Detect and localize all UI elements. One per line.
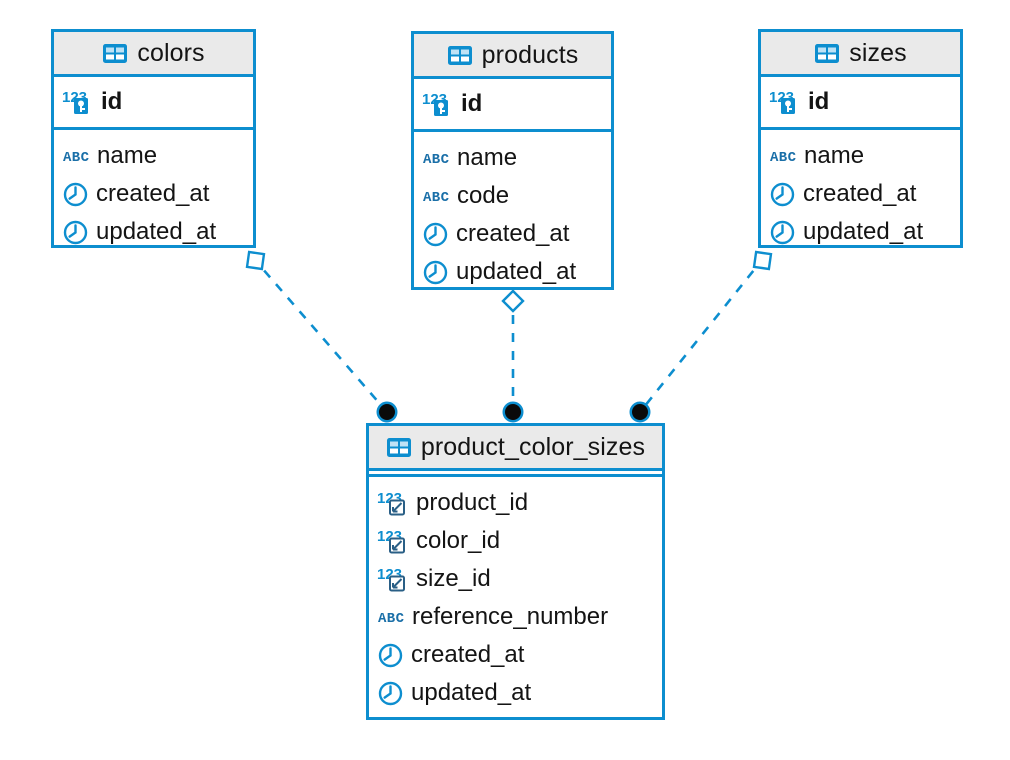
field-label-sizes-updated_at: updated_at	[803, 218, 924, 245]
clock-icon	[377, 680, 404, 707]
entity-title-sizes: sizes	[849, 38, 907, 67]
field-row-products-created_at[interactable]: created_at	[422, 215, 611, 253]
field-label-product_color_sizes-color_id: color_id	[416, 527, 501, 554]
number-fk-icon: 123	[377, 526, 409, 556]
field-label-colors-id: id	[101, 88, 123, 115]
clock-icon	[422, 221, 449, 248]
abc-icon: ABC	[377, 607, 405, 627]
field-row-product_color_sizes-reference_number[interactable]: ABC reference_number	[377, 598, 662, 636]
field-label-sizes-created_at: created_at	[803, 180, 917, 207]
field-label-colors-updated_at: updated_at	[96, 218, 217, 245]
svg-text:ABC: ABC	[63, 150, 90, 166]
field-row-product_color_sizes-created_at[interactable]: created_at	[377, 636, 662, 674]
relationship-target-marker-colors-to-pcs	[376, 401, 398, 428]
entity-product_color_sizes[interactable]: product_color_sizes 123 product_id 123 color…	[366, 423, 665, 720]
field-row-product_color_sizes-color_id[interactable]: 123 color_id	[377, 522, 662, 560]
table-icon	[814, 43, 840, 64]
entity-pk-section-products: 123 id	[414, 79, 611, 132]
table-icon	[102, 43, 128, 64]
entity-title-product_color_sizes: product_color_sizes	[420, 432, 646, 461]
field-label-products-created_at: created_at	[456, 220, 570, 247]
relationship-source-marker-products-to-pcs	[501, 289, 525, 318]
field-label-products-name: name	[457, 144, 518, 171]
abc-icon: ABC	[422, 148, 450, 168]
entity-header-sizes[interactable]: sizes	[761, 32, 960, 77]
entity-header-products[interactable]: products	[414, 34, 611, 79]
clock-icon	[769, 181, 796, 208]
field-label-product_color_sizes-updated_at: updated_at	[411, 679, 532, 706]
field-row-colors-created_at[interactable]: created_at	[62, 175, 253, 213]
clock-icon	[62, 219, 89, 246]
field-row-products-code[interactable]: ABC code	[422, 177, 611, 215]
field-row-product_color_sizes-size_id[interactable]: 123 size_id	[377, 560, 662, 598]
field-row-sizes-id[interactable]: 123 id	[769, 83, 960, 121]
field-label-colors-created_at: created_at	[96, 180, 210, 207]
svg-text:ABC: ABC	[378, 611, 405, 627]
table-icon	[386, 437, 412, 458]
svg-text:ABC: ABC	[770, 150, 797, 166]
field-label-sizes-id: id	[808, 88, 830, 115]
field-label-product_color_sizes-reference_number: reference_number	[412, 603, 609, 630]
entity-fields-section-colors: ABC name created_at updated_at	[54, 130, 253, 260]
entity-pk-section-sizes: 123 id	[761, 77, 960, 130]
field-row-product_color_sizes-updated_at[interactable]: updated_at	[377, 674, 662, 712]
table-icon	[447, 45, 473, 66]
clock-icon	[422, 259, 449, 286]
relationship-source-marker-colors-to-pcs	[245, 250, 266, 276]
field-row-colors-id[interactable]: 123 id	[62, 83, 253, 121]
abc-icon: ABC	[62, 146, 90, 166]
field-row-product_color_sizes-product_id[interactable]: 123 product_id	[377, 484, 662, 522]
clock-icon	[62, 181, 89, 208]
field-label-product_color_sizes-size_id: size_id	[416, 565, 491, 592]
number-key-icon: 123	[422, 89, 454, 119]
field-row-products-name[interactable]: ABC name	[422, 139, 611, 177]
entity-title-products: products	[481, 40, 579, 69]
clock-icon	[377, 642, 404, 669]
relationship-line-sizes-to-pcs	[643, 270, 755, 408]
relationship-source-marker-sizes-to-pcs	[752, 250, 773, 276]
entity-pk-section-product_color_sizes	[369, 471, 662, 477]
number-key-icon: 123	[769, 87, 801, 117]
field-row-products-updated_at[interactable]: updated_at	[422, 253, 611, 291]
number-fk-icon: 123	[377, 488, 409, 518]
field-label-sizes-name: name	[804, 142, 865, 169]
field-row-sizes-updated_at[interactable]: updated_at	[769, 213, 960, 251]
field-row-colors-name[interactable]: ABC name	[62, 137, 253, 175]
field-label-products-updated_at: updated_at	[456, 258, 577, 285]
field-label-product_color_sizes-product_id: product_id	[416, 489, 529, 516]
field-row-sizes-name[interactable]: ABC name	[769, 137, 960, 175]
relationship-target-marker-sizes-to-pcs	[629, 401, 651, 428]
entity-header-colors[interactable]: colors	[54, 32, 253, 77]
entity-title-colors: colors	[137, 38, 205, 67]
entity-header-product_color_sizes[interactable]: product_color_sizes	[369, 426, 662, 471]
relationship-line-colors-to-pcs	[263, 269, 384, 408]
number-fk-icon: 123	[377, 564, 409, 594]
field-label-products-id: id	[461, 90, 483, 117]
entity-fields-section-sizes: ABC name created_at updated_at	[761, 130, 960, 260]
field-label-products-code: code	[457, 182, 510, 209]
clock-icon	[769, 219, 796, 246]
svg-text:ABC: ABC	[423, 190, 450, 206]
svg-text:ABC: ABC	[423, 152, 450, 168]
relationship-target-marker-products-to-pcs	[502, 401, 524, 428]
field-row-colors-updated_at[interactable]: updated_at	[62, 213, 253, 251]
entity-pk-section-colors: 123 id	[54, 77, 253, 130]
field-row-products-id[interactable]: 123 id	[422, 85, 611, 123]
abc-icon: ABC	[422, 186, 450, 206]
number-key-icon: 123	[62, 87, 94, 117]
field-label-product_color_sizes-created_at: created_at	[411, 641, 525, 668]
abc-icon: ABC	[769, 146, 797, 166]
field-label-colors-name: name	[97, 142, 158, 169]
field-row-sizes-created_at[interactable]: created_at	[769, 175, 960, 213]
